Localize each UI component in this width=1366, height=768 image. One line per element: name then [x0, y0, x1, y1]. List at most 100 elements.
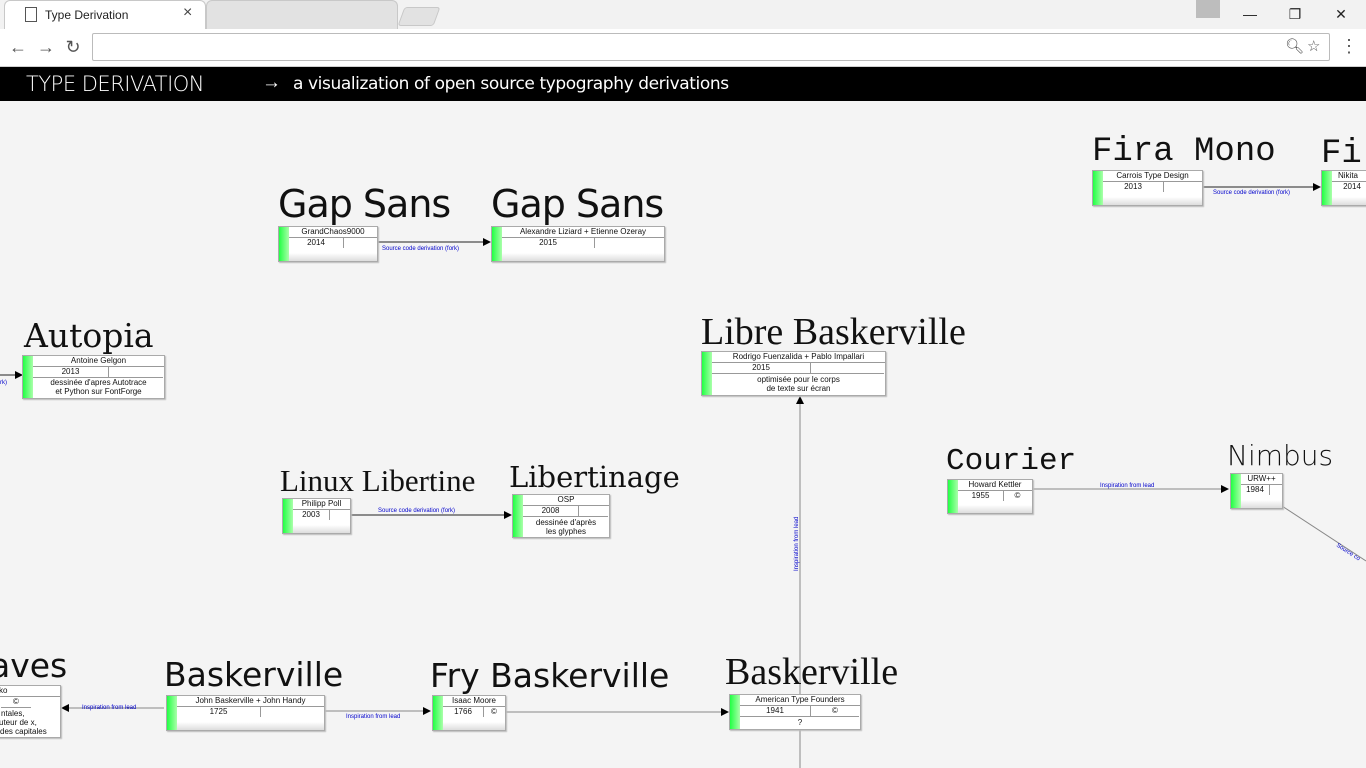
font-card: Philipp Poll 2003: [282, 498, 351, 534]
card-bar: [167, 696, 177, 730]
font-name: Gap Sans: [491, 182, 664, 226]
card-foot: [502, 253, 664, 261]
card-bar: [1231, 474, 1241, 508]
note-line-2: les glyphes: [545, 527, 587, 536]
card-bar: [279, 227, 289, 261]
license: [811, 363, 884, 374]
card-bar: [433, 696, 443, 730]
derivation-graph[interactable]: Source code derivation (fork) Source cod…: [0, 101, 1366, 768]
year: 2014: [1332, 182, 1366, 192]
author: American Type Founders: [740, 695, 860, 706]
license: [344, 238, 376, 248]
browser-toolbar: ← → ↻ 🔍︎ ☆ ⋮: [0, 29, 1366, 67]
note-line-1: dessinée d'après: [535, 518, 597, 527]
author: Isaac Moore: [443, 696, 505, 707]
address-input[interactable]: [99, 36, 1253, 60]
font-card: GrandChaos9000 2014: [278, 226, 378, 262]
card-bar: [513, 495, 523, 537]
tab-inactive[interactable]: [206, 0, 398, 30]
author: Howard Kettler: [958, 480, 1032, 491]
zoom-icon[interactable]: 🔍︎: [1285, 38, 1305, 55]
card-bar: [1322, 171, 1332, 205]
edge-label-autopia: rk): [0, 380, 7, 386]
license: [261, 707, 323, 717]
card-foot: [289, 253, 377, 261]
year: 2015: [502, 238, 595, 248]
address-bar[interactable]: 🔍︎ ☆: [92, 33, 1330, 61]
profile-icon[interactable]: [1196, 0, 1220, 18]
font-name: Nimbus: [1227, 439, 1334, 472]
menu-kebab-icon[interactable]: ⋮: [1340, 36, 1358, 56]
card-foot: [958, 505, 1032, 513]
author: Nikita: [1332, 171, 1366, 182]
author: Antoine Gelgon: [33, 356, 164, 367]
card-foot: [1241, 500, 1282, 508]
page-banner: TYPE DERIVATION → a visualization of ope…: [0, 67, 1366, 101]
font-card: URW++ 1984: [1230, 473, 1283, 509]
edge-label-gap: Source code derivation (fork): [382, 246, 459, 252]
year: 1766: [443, 707, 484, 717]
font-card: Howard Kettler 1955 ©: [947, 479, 1033, 514]
site-subtitle: a visualization of open source typograph…: [293, 74, 729, 94]
note-line-1: optimisée pour le corps: [757, 375, 840, 384]
edge-label-libertine: Source code derivation (fork): [378, 508, 455, 514]
font-name: Gap Sans: [278, 182, 451, 226]
font-card: Carrois Type Design 2013: [1092, 170, 1203, 206]
reload-icon[interactable]: ↻: [65, 37, 81, 57]
license: [595, 238, 663, 248]
font-name: Autopia: [24, 316, 154, 355]
font-card: Nikita 2014: [1321, 170, 1366, 206]
card-foot: [1332, 197, 1366, 205]
year: 1725: [177, 707, 261, 717]
close-tab-icon[interactable]: ×: [183, 4, 193, 21]
tab-active[interactable]: Type Derivation ×: [4, 0, 206, 30]
author: Rodrigo Fuenzalida + Pablo Impallari: [712, 352, 885, 363]
back-arrow-icon[interactable]: ←: [9, 37, 27, 57]
page-icon: [25, 7, 37, 22]
font-card: Isaac Moore 1766 ©: [432, 695, 506, 731]
year: 2008: [523, 506, 579, 517]
font-name: Fira Mono: [1092, 133, 1276, 171]
year: 1941: [740, 706, 811, 717]
font-name: aves: [0, 646, 68, 685]
font-name: Courier: [946, 444, 1077, 479]
font-name: Libertinage: [509, 460, 680, 494]
card-bar: [948, 480, 958, 513]
author: URW++: [1241, 474, 1282, 485]
year: 2013: [1103, 182, 1164, 192]
card-bar: [702, 352, 712, 395]
edge-label-nimbus: Source co: [1335, 543, 1361, 563]
year: 2014: [289, 238, 344, 248]
minimize-button[interactable]: —: [1243, 6, 1257, 22]
author: Alexandre Liziard + Etienne Ozeray: [502, 227, 664, 238]
card-foot: [177, 722, 324, 730]
edge-label-aves: Inspiration from lead: [82, 705, 136, 711]
license: [1164, 182, 1201, 192]
license: [330, 510, 349, 520]
font-name: Baskerville: [725, 651, 899, 693]
card-bar: [23, 356, 33, 398]
note-line-1: dessinée d'apres Autotrace: [50, 378, 147, 387]
font-name: Fi: [1321, 135, 1362, 173]
author: GrandChaos9000: [289, 227, 377, 238]
close-window-button[interactable]: ✕: [1335, 6, 1347, 22]
card-bar: [730, 695, 740, 729]
font-card: John Baskerville + John Handy 1725: [166, 695, 325, 731]
year: 2015: [712, 363, 811, 374]
forward-arrow-icon[interactable]: →: [37, 37, 55, 57]
font-card: OSP 2008 dessinée d'après les glyphes: [512, 494, 610, 538]
note-line-2: de texte sur écran: [766, 384, 831, 393]
card-bar: [492, 227, 502, 261]
card-bar: [283, 499, 293, 533]
arrow-icon: →: [262, 72, 281, 93]
font-card: Rodrigo Fuenzalida + Pablo Impallari 201…: [701, 351, 886, 396]
maximize-button[interactable]: ❐: [1288, 6, 1302, 22]
new-tab-button[interactable]: [397, 7, 441, 26]
edge-label-atf: Inspiration from lead: [794, 517, 800, 571]
edges-layer: Source code derivation (fork) Source cod…: [0, 183, 1366, 768]
bookmark-star-icon[interactable]: ☆: [1307, 38, 1321, 55]
year: 1955: [958, 491, 1004, 501]
year: 1984: [1241, 485, 1270, 495]
year: 2003: [293, 510, 330, 520]
site-title[interactable]: TYPE DERIVATION: [26, 72, 205, 96]
